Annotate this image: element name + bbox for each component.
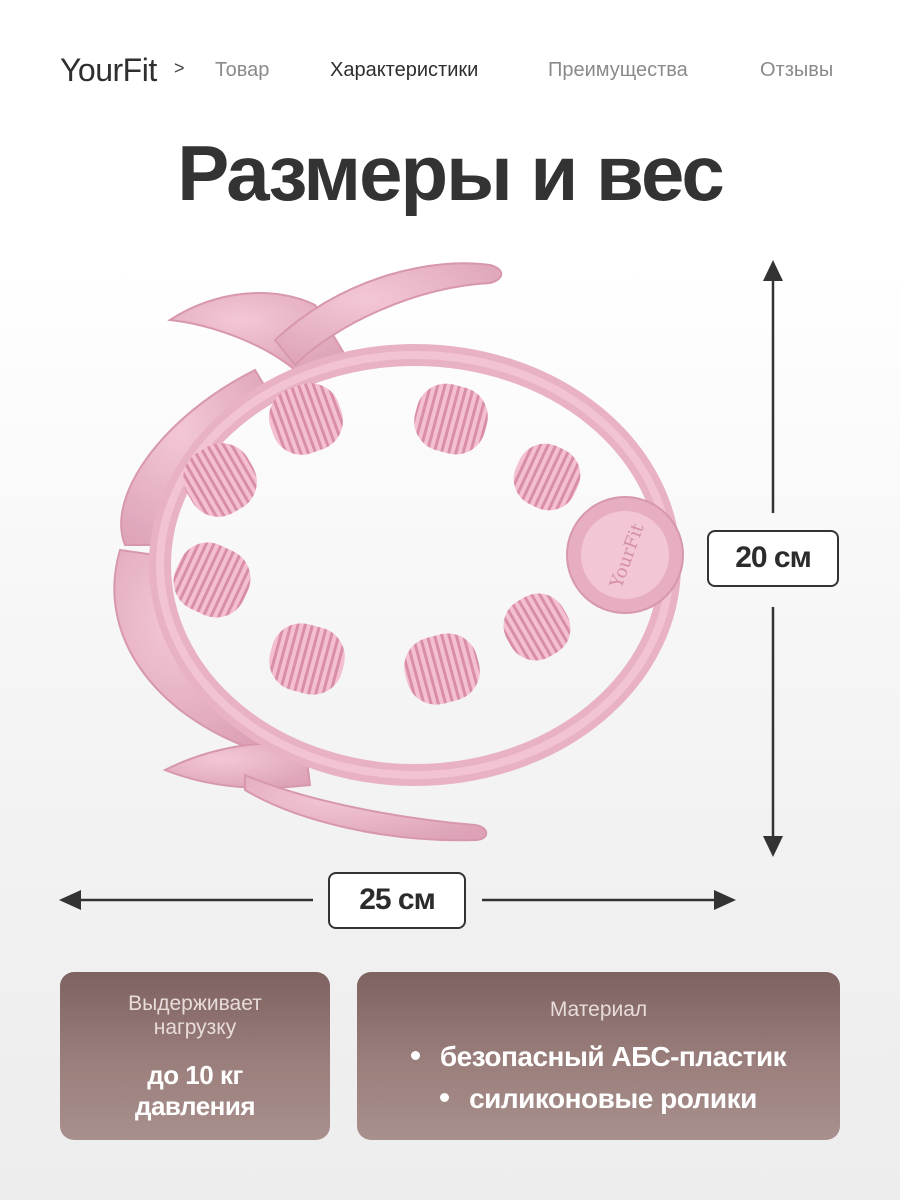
bullet-icon [410, 1051, 420, 1061]
product-image: YourFit [113, 262, 684, 842]
width-dimension-arrow [59, 890, 736, 910]
height-dimension-arrow [763, 260, 783, 857]
roller [173, 542, 251, 618]
nav-link-reviews[interactable]: Отзывы [760, 59, 834, 81]
width-label: 25 см [328, 872, 466, 929]
handle-top-right [273, 262, 503, 367]
roller [183, 443, 257, 517]
nav-link-product[interactable]: Товар [215, 59, 270, 81]
material-item: безопасный АБС-пластик [357, 1036, 840, 1078]
roller-group [173, 383, 581, 705]
top-navigation: YourFit > Товар Характеристики Преимущес… [60, 52, 840, 92]
roller [268, 383, 344, 455]
breadcrumb-separator: > [174, 58, 185, 78]
material-item: силиконовые ролики [357, 1078, 840, 1120]
handle-bottom-right [244, 773, 488, 842]
roller [269, 623, 345, 695]
material-caption: Материал [549, 998, 648, 1021]
roller [414, 383, 488, 455]
nav-link-characteristics[interactable]: Характеристики [330, 59, 479, 81]
material-list: безопасный АБС-пластик силиконовые ролик… [357, 1036, 840, 1120]
bullet-icon [440, 1093, 450, 1103]
brand-logo[interactable]: YourFit [60, 52, 157, 88]
nav-link-advantages[interactable]: Преимущества [548, 59, 688, 81]
load-capacity-card: Выдерживает нагрузку до 10 кг давления [60, 972, 330, 1140]
load-value-line2: давления [134, 1091, 256, 1121]
load-value-line1: до 10 кг [147, 1060, 243, 1090]
height-label: 20 см [707, 530, 839, 587]
roller [513, 443, 581, 511]
load-caption: Выдерживает нагрузку [128, 992, 262, 1039]
roller [503, 593, 571, 661]
material-card: Материал безопасный АБС-пластик силиконо… [357, 972, 840, 1140]
roller [404, 633, 480, 705]
page-title: Размеры и вес [177, 129, 724, 217]
